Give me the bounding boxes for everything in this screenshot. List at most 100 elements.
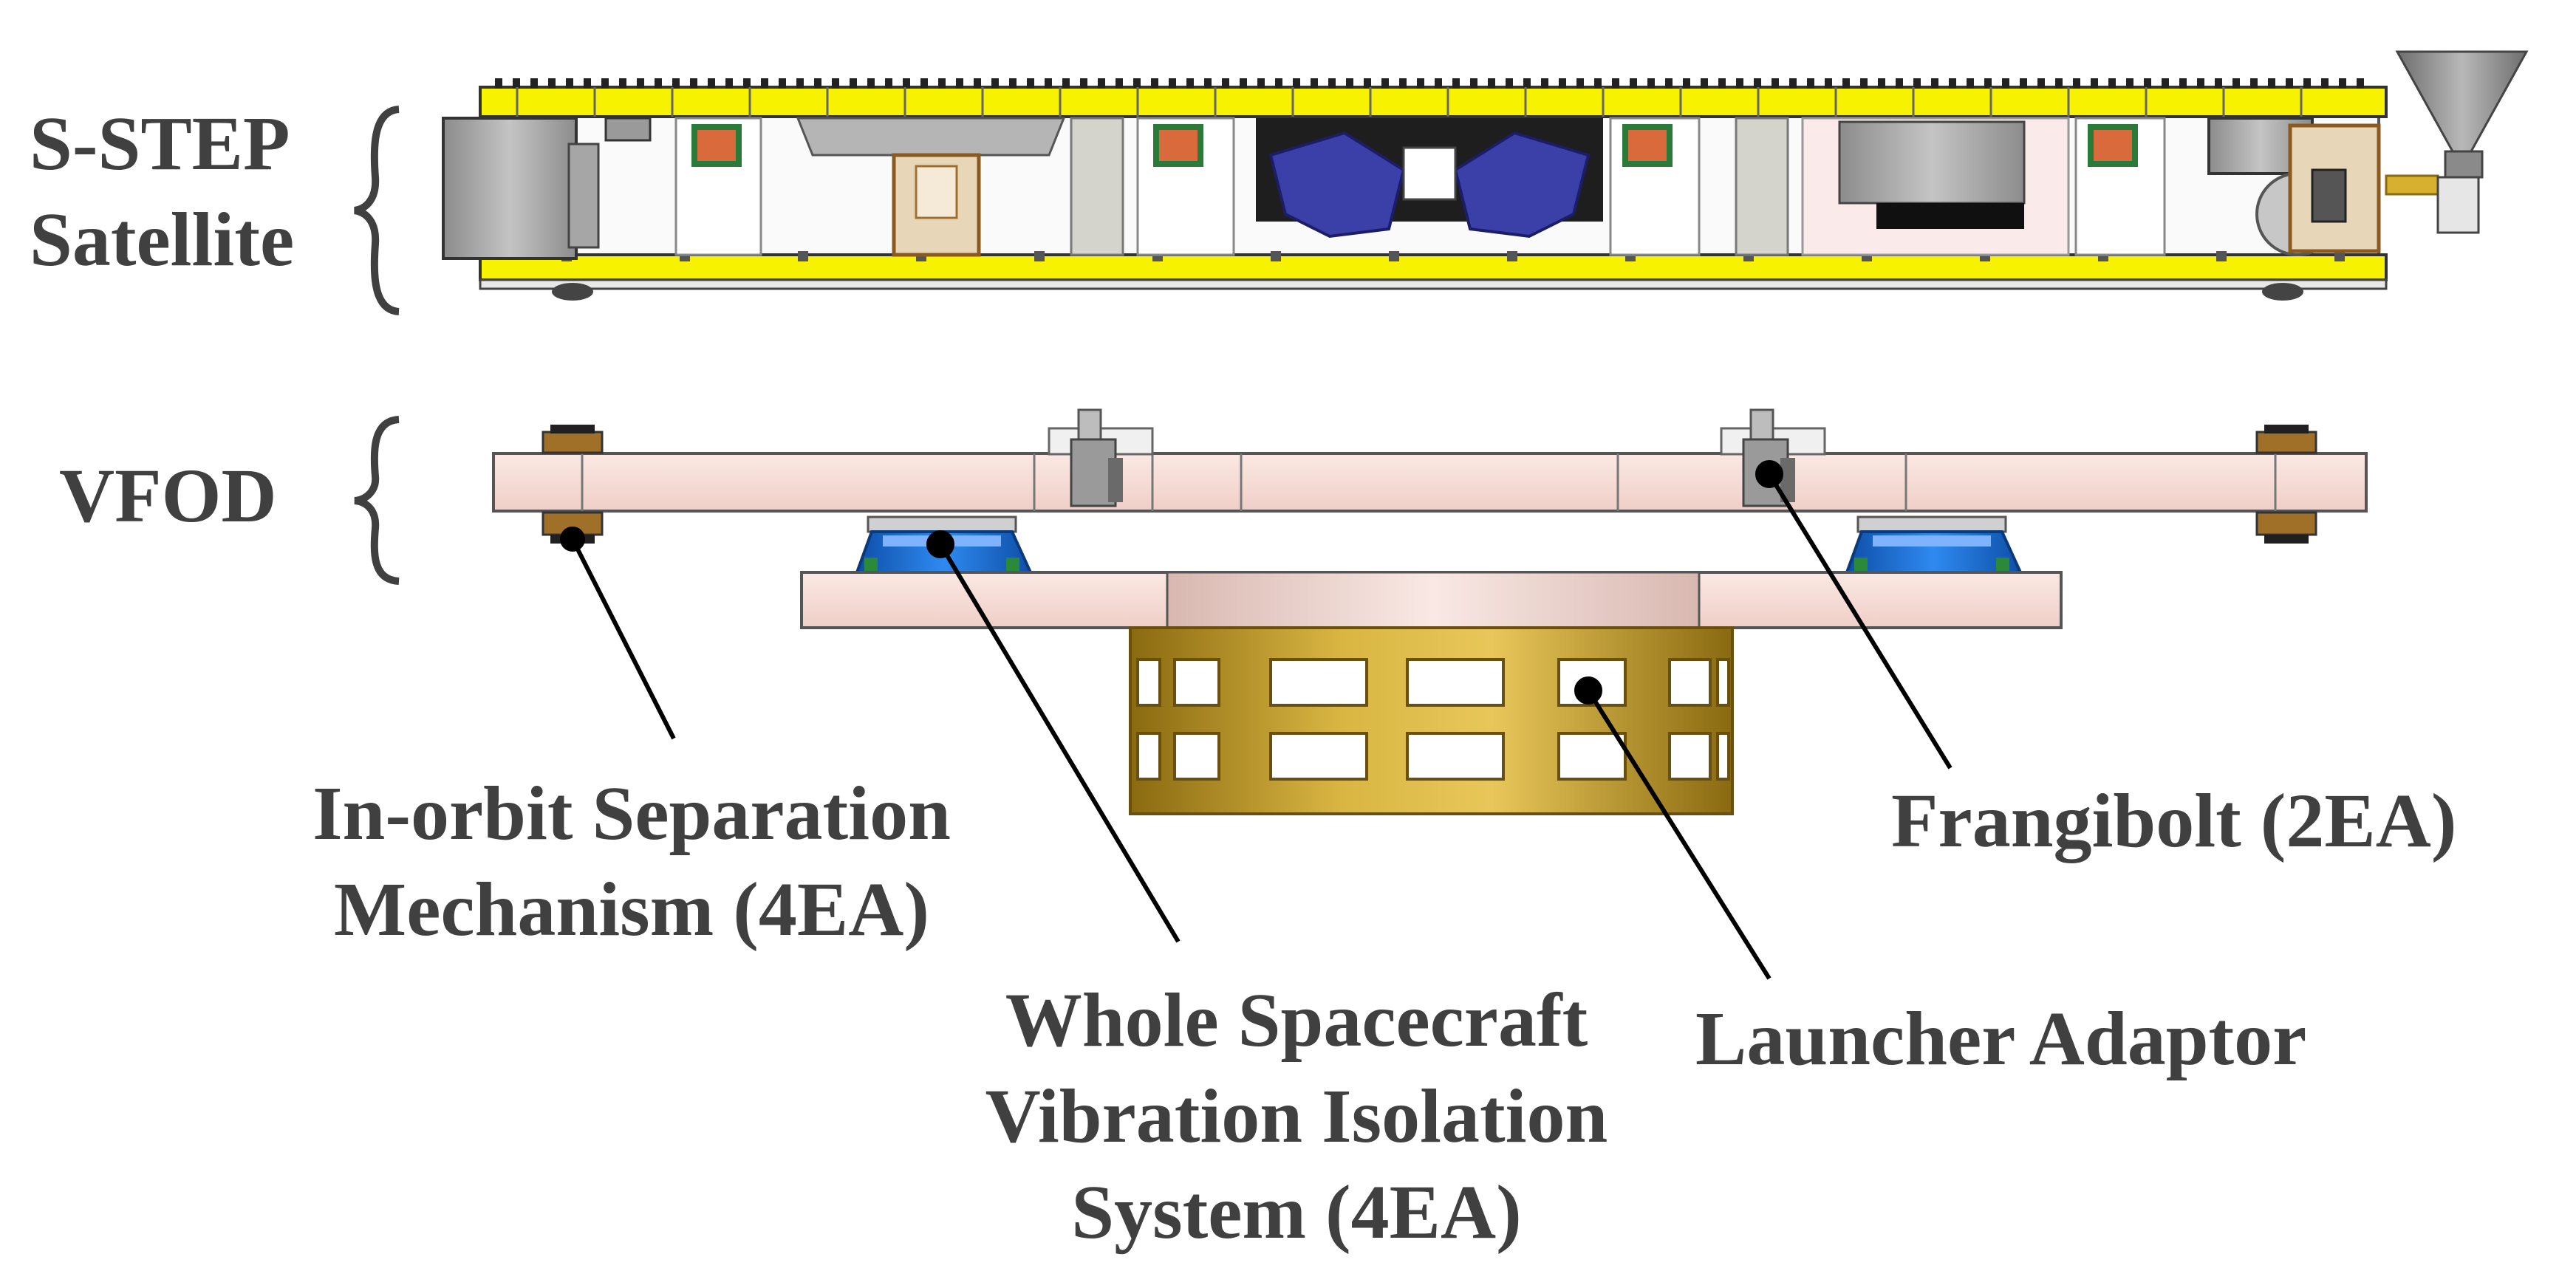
satellite-rivet bbox=[655, 78, 662, 89]
satellite-rivet bbox=[2215, 78, 2222, 89]
satellite-rivet bbox=[1027, 78, 1034, 89]
launcher-adaptor-window bbox=[1269, 658, 1368, 707]
adaptor-callout: Launcher Adaptor bbox=[1695, 996, 2307, 1081]
satellite-rivet bbox=[743, 78, 751, 89]
satellite-frame-bolt bbox=[1034, 251, 1045, 261]
satellite-left-box bbox=[442, 117, 578, 260]
leader-isolation bbox=[938, 543, 1181, 943]
satellite-rivet bbox=[1754, 78, 1761, 89]
leader-lines bbox=[560, 460, 1953, 980]
satellite-rivet bbox=[1825, 78, 1832, 89]
satellite-rivet bbox=[1630, 78, 1637, 89]
satellite-gray-column bbox=[1070, 117, 1124, 256]
satellite-rivet bbox=[1683, 78, 1690, 89]
satellite-rivet bbox=[1506, 78, 1513, 89]
satellite-top-frame bbox=[479, 86, 2388, 118]
leader-adaptor bbox=[1586, 689, 1772, 980]
satellite-rivet bbox=[1807, 78, 1814, 89]
satellite-rivet bbox=[495, 78, 502, 89]
satellite-frame-bolt bbox=[2334, 251, 2345, 261]
launcher-adaptor-window bbox=[1406, 732, 1505, 781]
satellite-foot-left bbox=[552, 283, 593, 301]
satellite-rivet bbox=[1346, 78, 1353, 89]
vfod-assembly bbox=[492, 408, 2368, 815]
satellite-right-bracket bbox=[2288, 123, 2381, 253]
satellite-rivet bbox=[1116, 78, 1123, 89]
satellite-rivet bbox=[991, 78, 999, 89]
satellite-rivet bbox=[2002, 78, 2009, 89]
satellite-rivet bbox=[2020, 78, 2027, 89]
satellite-rivet bbox=[548, 78, 556, 89]
satellite-top-rivets bbox=[495, 78, 2364, 89]
isolation-callout-line2: Vibration Isolation bbox=[985, 1074, 1608, 1159]
satellite-rivet bbox=[1186, 78, 1194, 89]
satellite-rivet bbox=[530, 78, 538, 89]
launcher-adaptor-window bbox=[1668, 732, 1712, 781]
satellite-frame-bolt bbox=[1507, 251, 1517, 261]
satellite-rivet bbox=[1647, 78, 1655, 89]
satellite-assembly bbox=[442, 50, 2529, 301]
leader-dot-separation bbox=[560, 527, 585, 552]
satellite-rivet bbox=[2268, 78, 2275, 89]
satellite-rivet bbox=[1151, 78, 1158, 89]
separation-callout-line1: In-orbit Separation bbox=[312, 771, 951, 856]
satellite-rivet bbox=[1257, 78, 1265, 89]
satellite-foot-right bbox=[2262, 283, 2303, 301]
satellite-rivet bbox=[1169, 78, 1176, 89]
satellite-rivet bbox=[2179, 78, 2187, 89]
satellite-electronics bbox=[1838, 120, 2026, 205]
frangibolt-callout: Frangibolt (2EA) bbox=[1891, 778, 2457, 863]
satellite-rivet bbox=[672, 78, 680, 89]
satellite-frame-bolt bbox=[2216, 251, 2227, 261]
launcher-adaptor-window bbox=[1557, 732, 1627, 781]
horn-antenna-feed bbox=[2385, 174, 2439, 196]
leader-dot-isolation bbox=[926, 530, 954, 558]
launcher-adaptor-window bbox=[1136, 658, 1161, 707]
launcher-adaptor-window bbox=[1406, 658, 1505, 707]
satellite-rivet bbox=[566, 78, 573, 89]
satellite-rivet bbox=[1612, 78, 1619, 89]
satellite-rivet bbox=[2232, 78, 2240, 89]
satellite-rivet bbox=[1098, 78, 1105, 89]
satellite-rivet bbox=[1222, 78, 1229, 89]
satellite-rivet bbox=[850, 78, 857, 89]
satellite-rivet bbox=[1275, 78, 1282, 89]
satellite-label-line2: Satellite bbox=[30, 197, 295, 282]
leader-frangibolt bbox=[1767, 473, 1953, 770]
satellite-module-orange bbox=[1622, 124, 1673, 167]
satellite-rivet bbox=[885, 78, 892, 89]
launcher-adaptor-window bbox=[1173, 658, 1220, 707]
frangibolt-left bbox=[1048, 408, 1154, 507]
satellite-tan-unit-inner bbox=[915, 165, 958, 219]
satellite-rivet bbox=[1772, 78, 1779, 89]
satellite-rivet bbox=[1417, 78, 1424, 89]
satellite-rivet bbox=[974, 78, 981, 89]
launcher-adaptor-window bbox=[1173, 732, 1220, 781]
satellite-rivet bbox=[725, 78, 733, 89]
horn-antenna-neck bbox=[2444, 150, 2484, 179]
satellite-rivet bbox=[1541, 78, 1548, 89]
launcher-adaptor-window bbox=[1716, 732, 1730, 781]
vfod-brace-icon bbox=[354, 416, 400, 585]
satellite-rivet bbox=[1364, 78, 1371, 89]
satellite-rivet bbox=[619, 78, 626, 89]
satellite-rivet bbox=[1045, 78, 1052, 89]
satellite-rivet bbox=[1718, 78, 1726, 89]
satellite-rivet bbox=[956, 78, 963, 89]
satellite-rivet bbox=[1133, 78, 1141, 89]
satellite-gray-wedge bbox=[796, 117, 1066, 157]
satellite-rivet bbox=[1860, 78, 1868, 89]
satellite-rivet bbox=[1204, 78, 1212, 89]
separation-callout-line2: Mechanism (4EA) bbox=[334, 867, 929, 952]
satellite-rivet bbox=[1488, 78, 1495, 89]
satellite-rivet bbox=[2055, 78, 2063, 89]
satellite-rivet bbox=[2303, 78, 2311, 89]
satellite-frame-bolt bbox=[1271, 251, 1281, 261]
launcher-adaptor-window bbox=[1269, 732, 1368, 781]
satellite-rivet bbox=[1913, 78, 1921, 89]
satellite-rivet bbox=[1328, 78, 1336, 89]
satellite-camera-left bbox=[1268, 131, 1406, 239]
satellite-rivet bbox=[2126, 78, 2133, 89]
launcher-adaptor-window bbox=[1136, 732, 1161, 781]
satellite-rivet bbox=[2108, 78, 2116, 89]
